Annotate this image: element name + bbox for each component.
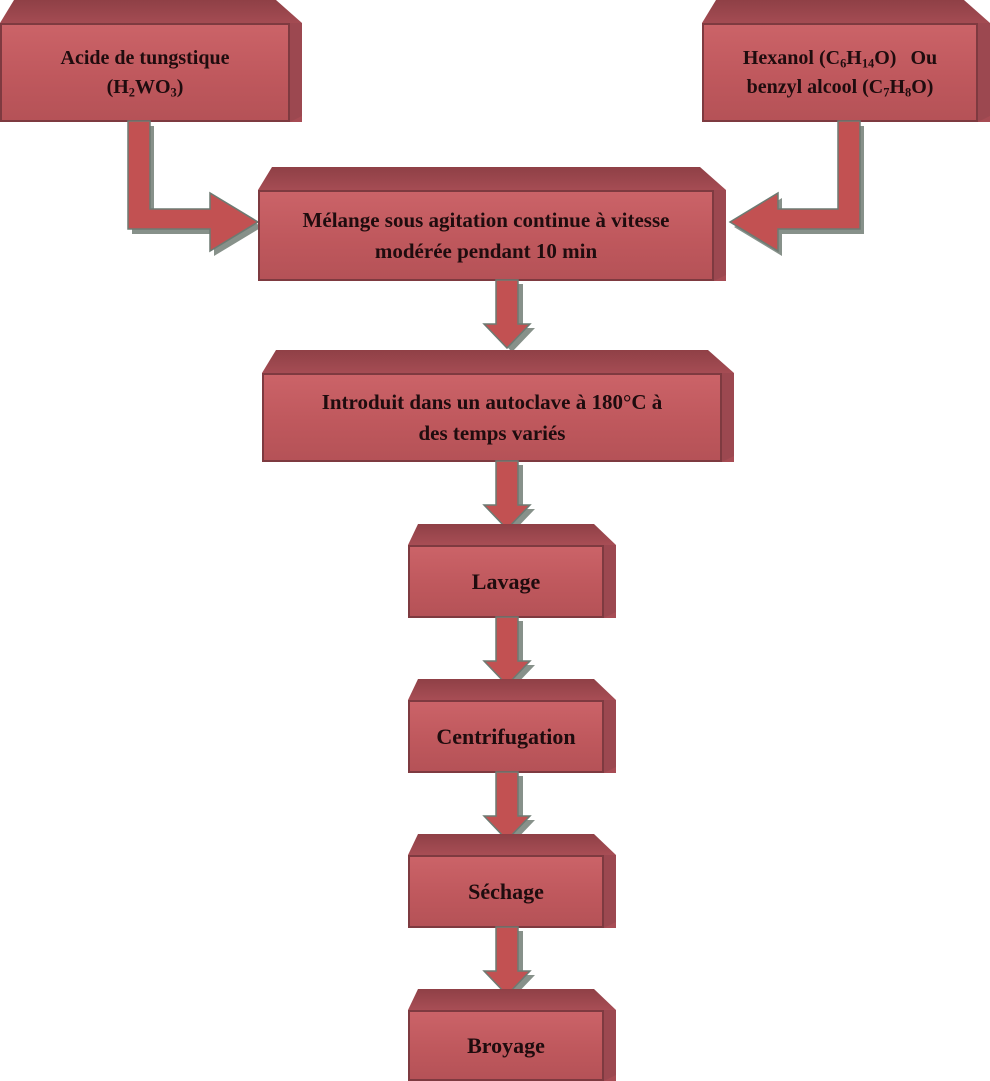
- flow-box-hexanol-benzyl: Hexanol (C6H14O)Ou benzyl alcool (C7H8O): [702, 0, 990, 122]
- flow-box-autoclave: Introduit dans un autoclave à 180°C à de…: [262, 350, 734, 462]
- arrow-melange-to-autoclave: [477, 279, 537, 352]
- box-label-line1: Hexanol (C6H14O)Ou: [742, 46, 938, 70]
- arrow-hexanol-to-melange: [724, 120, 864, 267]
- box-label: Centrifugation: [436, 723, 576, 749]
- arrow-sechage-to-broyage: [477, 926, 537, 999]
- down-arrow-icon: [482, 616, 535, 689]
- flow-box-acide-tungstique: Acide de tungstique (H2WO3): [0, 0, 302, 122]
- box-front-face: Centrifugation: [408, 700, 604, 773]
- elbow-left-arrow-icon: [728, 120, 864, 256]
- box-side-face: [290, 23, 302, 122]
- elbow-right-arrow-icon: [127, 120, 262, 256]
- down-arrow-icon: [482, 460, 535, 533]
- box-side-face: [722, 373, 734, 462]
- flow-box-centrifugation: Centrifugation: [408, 679, 616, 773]
- flow-box-sechage: Séchage: [408, 834, 616, 928]
- box-formula: (H2WO3): [106, 75, 184, 99]
- box-front-face: Séchage: [408, 855, 604, 928]
- arrow-autoclave-to-lavage: [477, 460, 537, 533]
- box-label-line1: Acide de tungstique: [60, 46, 230, 69]
- flow-box-melange: Mélange sous agitation continue à vitess…: [258, 167, 726, 281]
- down-arrow-icon: [482, 279, 535, 352]
- down-arrow-icon: [482, 926, 535, 999]
- box-label: Lavage: [471, 568, 541, 594]
- box-front-face: Mélange sous agitation continue à vitess…: [258, 190, 714, 281]
- box-side-face: [604, 545, 616, 618]
- box-front-face: Introduit dans un autoclave à 180°C à de…: [262, 373, 722, 462]
- box-label-line1: Mélange sous agitation continue à vitess…: [302, 208, 670, 233]
- box-front-face: Acide de tungstique (H2WO3): [0, 23, 290, 122]
- down-arrow-icon: [482, 771, 535, 844]
- box-side-face: [714, 190, 726, 281]
- arrow-acide-to-melange: [124, 120, 264, 267]
- flow-box-broyage: Broyage: [408, 989, 616, 1081]
- box-label-line2: benzyl alcool (C7H8O): [746, 75, 934, 99]
- box-side-face: [978, 23, 990, 122]
- arrow-lavage-to-centrifugation: [477, 616, 537, 689]
- box-label-line2: modérée pendant 10 min: [374, 238, 598, 263]
- box-label-line1: Introduit dans un autoclave à 180°C à: [321, 390, 663, 415]
- arrow-centrifugation-to-sechage: [477, 771, 537, 844]
- box-side-face: [604, 1010, 616, 1081]
- flow-box-lavage: Lavage: [408, 524, 616, 618]
- box-label-line2: des temps variés: [418, 420, 566, 445]
- box-label: Broyage: [467, 1032, 545, 1058]
- box-side-face: [604, 855, 616, 928]
- box-front-face: Broyage: [408, 1010, 604, 1081]
- box-label: Séchage: [468, 878, 544, 904]
- box-front-face: Hexanol (C6H14O)Ou benzyl alcool (C7H8O): [702, 23, 978, 122]
- box-front-face: Lavage: [408, 545, 604, 618]
- box-side-face: [604, 700, 616, 773]
